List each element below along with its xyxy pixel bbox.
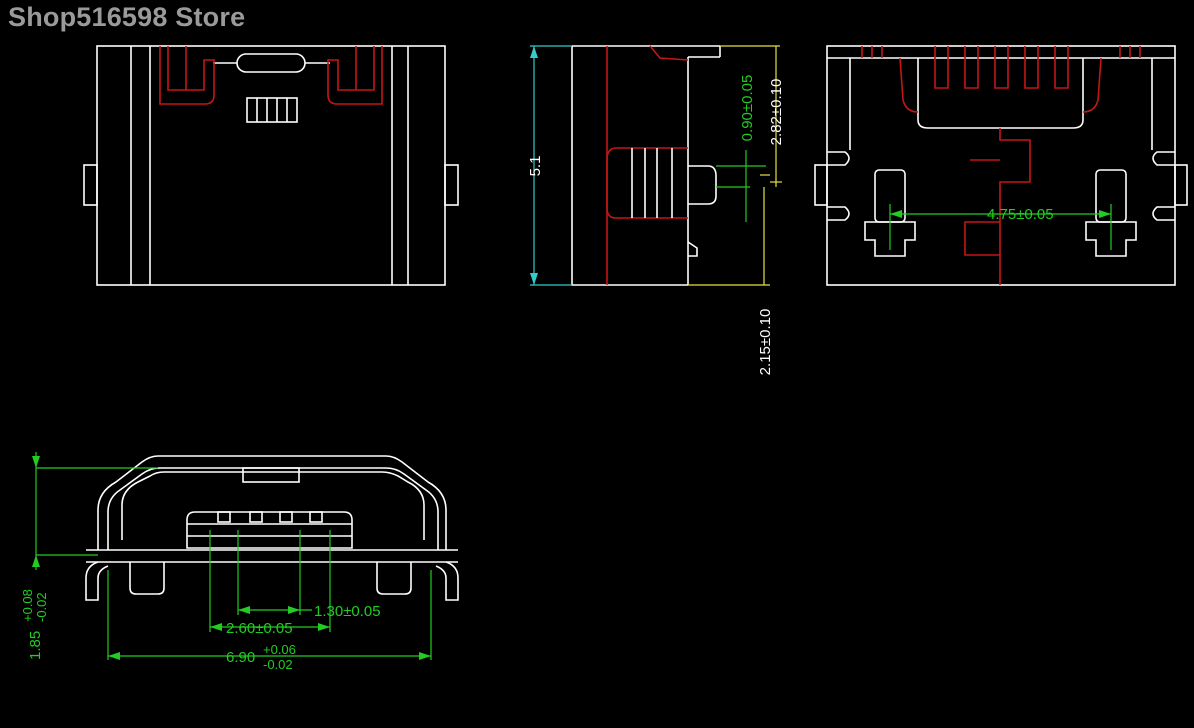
store-title: Shop516598 Store [8, 2, 246, 32]
side-labels: 5.1 0.90±0.05 2.82±0.10 2.15±0.10 [527, 75, 785, 376]
front-view [32, 452, 459, 660]
height-tol-minus-label: -0.02 [34, 592, 49, 622]
side-view [530, 45, 782, 286]
width-value-label: 6.90 [226, 649, 255, 666]
height-value-label: 1.85 [27, 631, 44, 660]
pad-spacing-label: 4.75±0.05 [987, 206, 1054, 223]
pin-offset-label: 0.90±0.05 [739, 75, 756, 142]
pin-span-label: 2.60±0.05 [226, 620, 293, 637]
width-tol-plus-label: +0.06 [263, 642, 296, 657]
top-offset-label: 2.82±0.10 [768, 79, 785, 146]
front-labels: 1.30±0.05 2.60±0.05 6.90 +0.06 -0.02 1.8… [20, 589, 381, 672]
bottom-view [814, 45, 1188, 286]
bottom-offset-label: 2.15±0.10 [757, 309, 774, 376]
width-tol-minus-label: -0.02 [263, 657, 293, 672]
side-height-label: 5.1 [527, 156, 544, 177]
top-view [83, 45, 459, 286]
pin-pitch-label: 1.30±0.05 [314, 603, 381, 620]
height-tol-plus-label: +0.08 [20, 589, 35, 622]
